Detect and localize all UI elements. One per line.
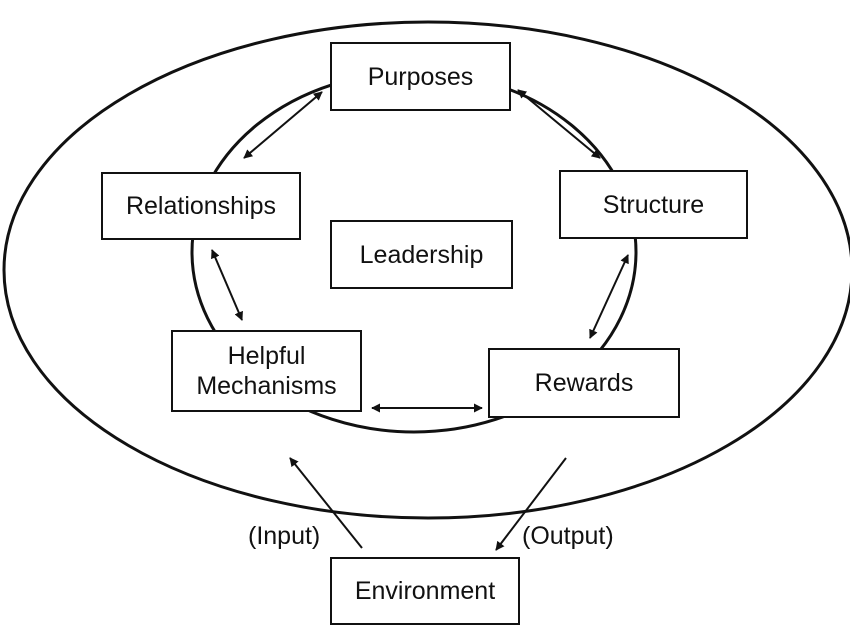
arrow-output bbox=[495, 457, 567, 551]
arrow-purposes-relationships bbox=[243, 91, 323, 159]
environment-box: Environment bbox=[330, 557, 520, 625]
arrow-relationships-mechanisms bbox=[211, 249, 243, 321]
purposes-box: Purposes bbox=[330, 42, 511, 111]
output-label: (Output) bbox=[522, 522, 614, 550]
rewards-box: Rewards bbox=[488, 348, 680, 418]
leadership-box: Leadership bbox=[330, 220, 513, 289]
arrow-purposes-structure bbox=[517, 89, 601, 159]
relationships-box: Relationships bbox=[101, 172, 301, 240]
arrow-input bbox=[289, 457, 363, 549]
outer-organization-ellipse bbox=[2, 20, 850, 520]
helpful-mechanisms-box: Helpful Mechanisms bbox=[171, 330, 362, 412]
arrow-structure-rewards bbox=[589, 254, 629, 339]
input-label: (Input) bbox=[248, 522, 321, 550]
structure-box: Structure bbox=[559, 170, 748, 239]
